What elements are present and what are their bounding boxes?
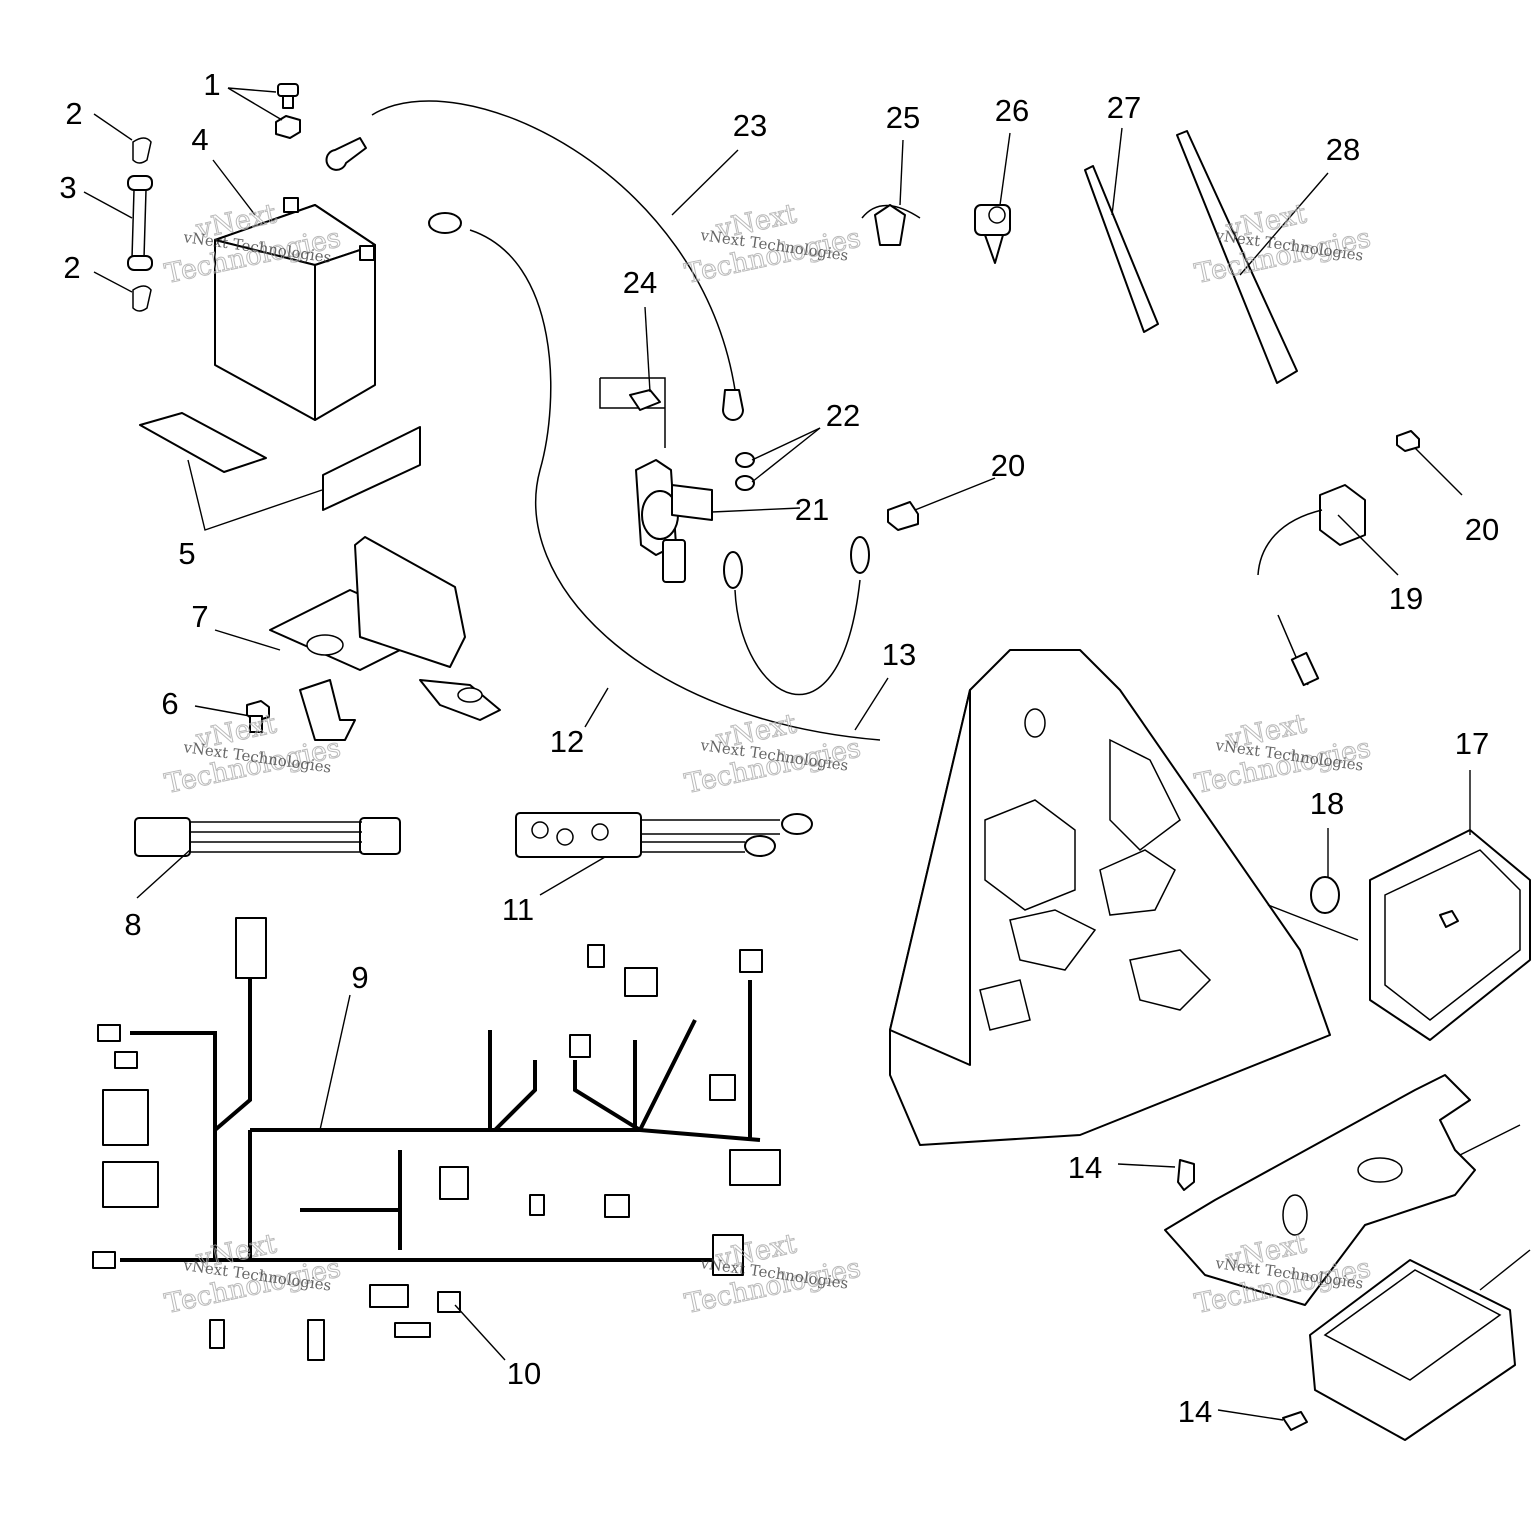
part-18-washer: [1310, 876, 1340, 914]
mounting-panel: [889, 649, 1331, 1146]
part-9-main-harness: [92, 917, 781, 1361]
callout-1: 1: [203, 67, 220, 102]
lower-module: [1309, 1259, 1516, 1441]
part-12-terminal: [428, 212, 462, 234]
callout-3: 3: [59, 170, 76, 205]
callout-14-upper: 14: [1068, 1150, 1102, 1185]
part-27-cable-tie: [1084, 165, 1159, 333]
part-26-clip: [974, 204, 1011, 264]
part-23-cable: [371, 100, 736, 391]
callout-20-left: 20: [991, 448, 1025, 483]
part-14-screw-b: [1282, 1411, 1308, 1431]
bottom-bracket: [1164, 1074, 1476, 1306]
leader-lines: [83, 87, 1531, 1421]
callout-13: 13: [882, 637, 916, 672]
part-6-bolt: [246, 700, 270, 733]
part-8-jumper-harness: [134, 817, 401, 857]
callout-17: 17: [1455, 726, 1489, 761]
callout-14-lower: 14: [1178, 1394, 1212, 1429]
callout-8: 8: [124, 907, 141, 942]
callout-2-upper: 2: [65, 96, 82, 131]
callout-25: 25: [886, 100, 920, 135]
part-1-ring-terminal: [325, 137, 367, 171]
part-3-strap: [127, 175, 153, 271]
callout-4: 4: [191, 122, 208, 157]
callout-22: 22: [826, 398, 860, 433]
callout-21: 21: [795, 492, 829, 527]
callout-26: 26: [995, 93, 1029, 128]
part-25-push-clip: [861, 204, 921, 246]
part-5-pad-left: [139, 412, 267, 473]
part-13-terminal-a: [723, 551, 743, 589]
part-2-clip-lower: [132, 285, 152, 312]
part-22-nut-b: [735, 475, 755, 491]
part-1-screw-and-nut: [275, 83, 301, 139]
part-24-screw: [629, 389, 661, 411]
part-14-screw-a: [1177, 1159, 1195, 1191]
callout-labels: 1 2 2 3 4 5 6 7 8 9 10 11 12 13 14 14 17…: [59, 67, 1499, 1429]
callout-27: 27: [1107, 90, 1141, 125]
part-10-connector: [437, 1291, 461, 1313]
callout-11: 11: [502, 892, 534, 927]
part-11-cable-assembly: [515, 812, 813, 858]
callout-18: 18: [1310, 786, 1344, 821]
part-5-pad-right: [322, 426, 421, 511]
callout-28: 28: [1326, 132, 1360, 167]
part-20-bolt-b: [1396, 430, 1420, 452]
callout-6: 6: [161, 686, 178, 721]
part-20-bolt-a: [887, 501, 919, 531]
part-23-terminal: [722, 389, 744, 421]
callout-20-right: 20: [1465, 512, 1499, 547]
part-13-cable: [734, 579, 861, 696]
callout-2-lower: 2: [63, 250, 80, 285]
part-21-solenoid: [599, 377, 713, 583]
part-22-nut-a: [735, 452, 755, 468]
part-7-battery-bracket: [269, 536, 501, 741]
part-28-cable-tie: [1176, 130, 1298, 384]
callout-19: 19: [1389, 581, 1423, 616]
callout-10: 10: [507, 1356, 541, 1391]
callout-9: 9: [351, 960, 368, 995]
part-2-clip-upper: [132, 137, 152, 164]
part-19-sensor: [1257, 484, 1366, 687]
callout-7: 7: [191, 599, 208, 634]
part-12-cable: [469, 229, 881, 741]
callout-5: 5: [178, 536, 195, 571]
part-4-battery: [214, 197, 376, 421]
part-17-control-module: [1369, 829, 1531, 1041]
callout-24: 24: [623, 265, 657, 300]
part-13-terminal-b: [850, 536, 870, 574]
callout-12: 12: [550, 724, 584, 759]
callout-23: 23: [733, 108, 767, 143]
